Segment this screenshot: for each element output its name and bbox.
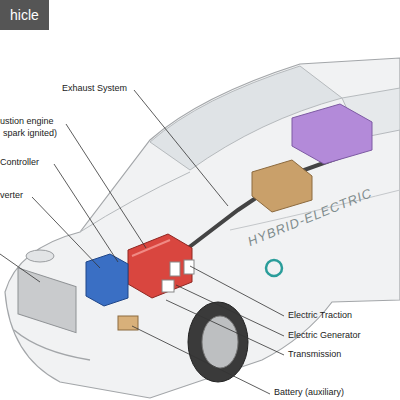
leader-lines [0,90,284,394]
leader-line [66,124,146,248]
car-body [5,58,400,398]
part-label: spark ignited) [3,129,57,139]
part-label: ustion engine [0,117,54,127]
hood-line [80,172,190,232]
bumper [14,330,90,360]
leader-line [166,300,284,355]
part-label: Controller [0,158,39,168]
engine-detail [132,240,170,256]
part-label: Exhaust System [62,84,127,94]
battery-pack [292,104,372,164]
leader-line [0,254,40,282]
leader-line [134,90,228,206]
leader-line [54,164,118,262]
leader-line [132,326,270,394]
reservoir [170,262,180,276]
part-label: Electric Traction [288,311,352,321]
part-label: Electric Generator [288,331,361,341]
part-label: Transmission [288,350,341,360]
leader-line [176,285,284,336]
part-label: verter [0,191,23,201]
front-wheel [188,302,248,382]
fuel-tank [252,160,312,212]
inverter [86,254,128,306]
part-label: Battery (auxiliary) [274,388,344,398]
radiator-grille [18,268,76,333]
wheel-rim [202,316,238,368]
title-banner: hicle [0,0,49,30]
reservoir [162,280,174,292]
leader-line [32,197,100,268]
leader-line [190,266,284,316]
headlight [26,250,54,262]
logo-mark [266,260,282,276]
